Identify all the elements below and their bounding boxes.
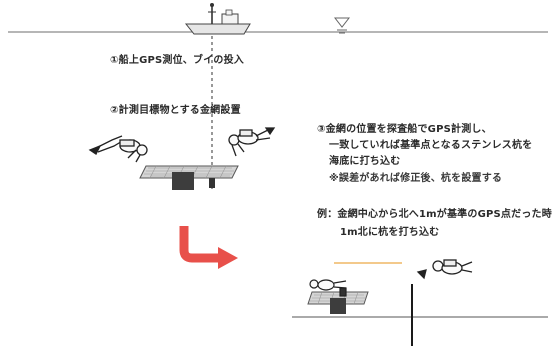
- step-2-label: ②計測目標物とする金網設置: [110, 105, 241, 116]
- step-3-line-2: 一致していれば基準点となるステンレス杭を: [329, 140, 533, 151]
- concrete-block-left: [172, 172, 194, 190]
- example-line-2: 1m北に杭を打ち込む: [340, 227, 440, 238]
- step-3-line-1: ③金網の位置を探査船でGPS計測し、: [317, 124, 492, 135]
- concrete-block-right: [330, 298, 346, 314]
- diver-icon: [228, 127, 276, 157]
- buoy-anchor-left: [209, 178, 215, 188]
- step-3-line-3: 海底に打ち込む: [329, 156, 401, 167]
- diver-icon: [416, 259, 473, 280]
- water-level-icon: [333, 17, 351, 34]
- diver-icon: [309, 279, 347, 297]
- step-3-note: ※誤差があれば修正後、杭を設置する: [329, 173, 503, 184]
- boat-icon: [184, 3, 251, 35]
- turn-arrow-icon: [179, 226, 238, 269]
- step-1-label: ①船上GPS測位、ブイの投入: [110, 55, 245, 66]
- diver-icon: [88, 135, 148, 163]
- example-line-1: 例：金網中心から北へ1mが基準のGPS点だった時: [317, 209, 552, 220]
